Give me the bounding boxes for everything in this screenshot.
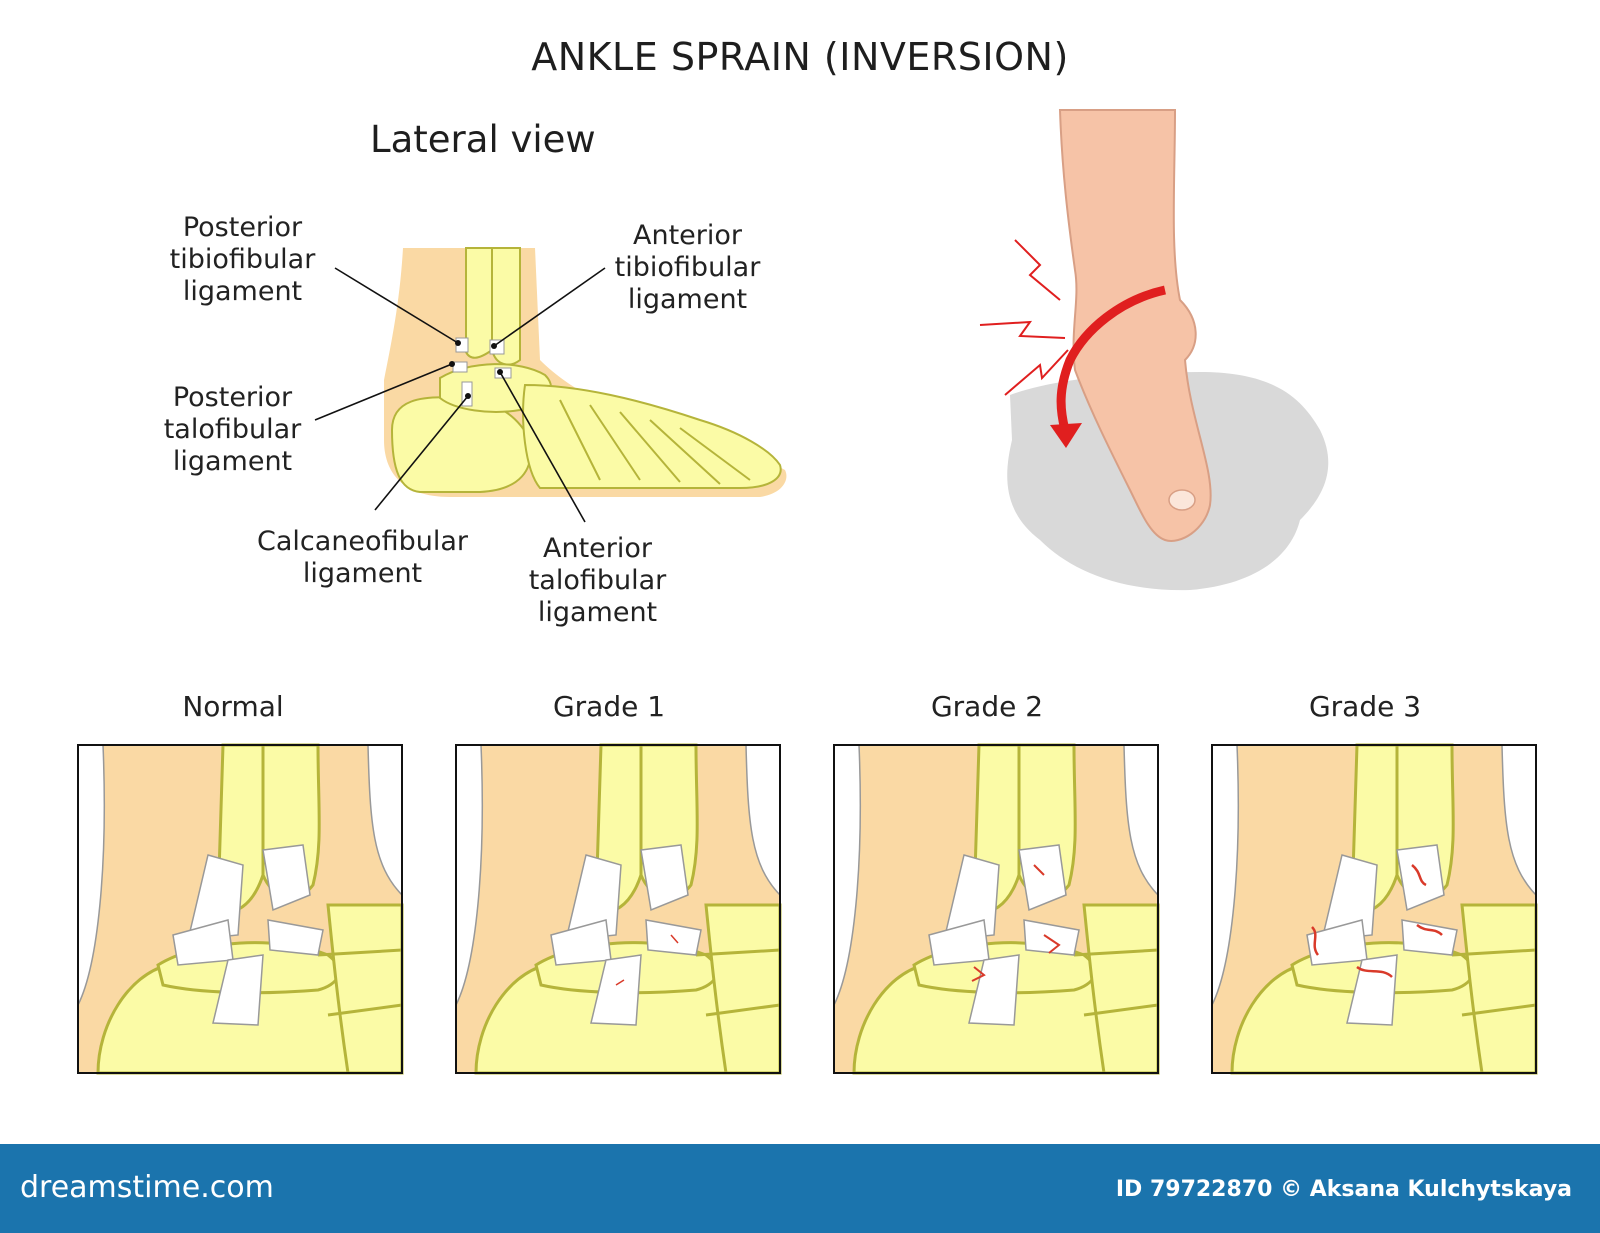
label-posterior-tibiofibular: Posterior tibiofibular ligament [169,212,316,307]
inversion-arrow [1056,285,1167,432]
panel-normal [76,743,404,1075]
panel-label-grade-1: Grade 1 [552,690,666,723]
midfoot-bones [522,383,782,489]
footer-bar [0,1144,1600,1233]
panel-label-normal: Normal [182,690,284,723]
panel-label-grade-2: Grade 2 [930,690,1044,723]
inversion-arrowhead [1050,423,1082,448]
image-credit: ID 79722870 © Aksana Kulchytskaya [1115,1177,1572,1202]
label-calcaneofibular: Calcaneofibular ligament [257,526,468,589]
diagram-title: ANKLE SPRAIN (INVERSION) [531,35,1069,79]
leg-and-foot [1058,109,1212,542]
label-anterior-talofibular: Anterior talofibular ligament [528,533,667,628]
lateral-view-subtitle: Lateral view [370,118,596,161]
label-anterior-tibiofibular: Anterior tibiofibular ligament [614,220,761,315]
panel-grade-3 [1210,743,1538,1075]
label-posterior-talofibular: Posterior talofibular ligament [163,382,302,477]
leader-lines [314,267,606,523]
pain-lightning-icon [979,239,1069,396]
ligament-posterior-talofibular [452,361,468,373]
brand-logo-text[interactable]: dreamstime.com [20,1170,274,1205]
panel-grade-2 [832,743,1160,1075]
panel-grade-1 [454,743,782,1075]
panel-label-grade-3: Grade 3 [1308,690,1422,723]
